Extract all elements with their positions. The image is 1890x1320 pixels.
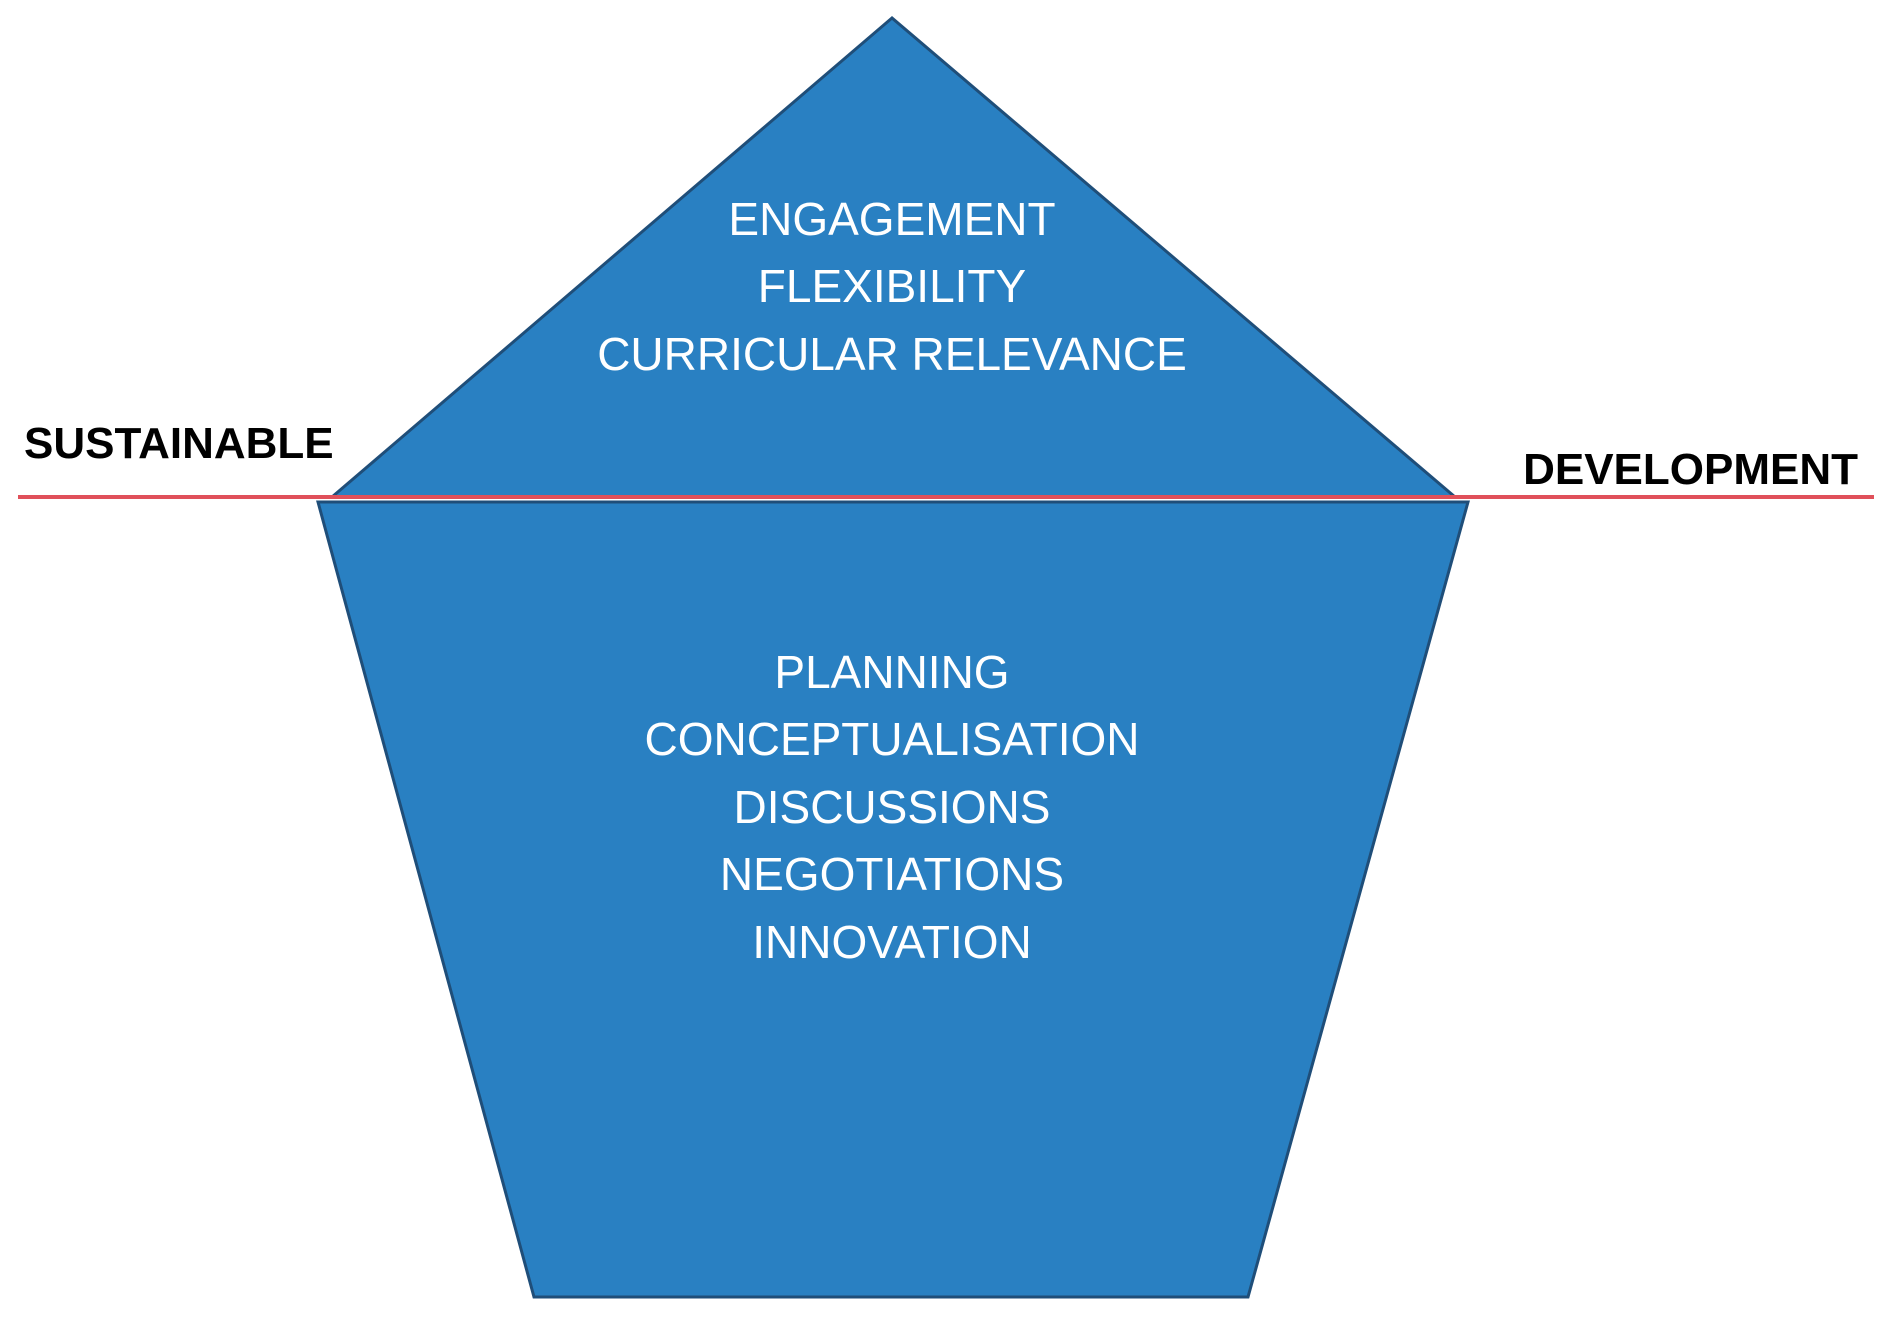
lower-item: CONCEPTUALISATION xyxy=(645,713,1140,765)
upper-item: ENGAGEMENT xyxy=(728,193,1055,245)
lower-item: DISCUSSIONS xyxy=(734,781,1051,833)
upper-item: FLEXIBILITY xyxy=(758,260,1026,312)
lower-item: NEGOTIATIONS xyxy=(720,848,1064,900)
lower-pentagon xyxy=(316,500,1470,1299)
lower-item: PLANNING xyxy=(774,646,1009,698)
lower-item: INNOVATION xyxy=(752,916,1031,968)
right-divider-label: DEVELOPMENT xyxy=(1523,445,1858,494)
upper-triangle xyxy=(327,16,1460,499)
left-divider-label: SUSTAINABLE xyxy=(24,419,334,468)
upper-item: CURRICULAR RELEVANCE xyxy=(597,328,1187,380)
